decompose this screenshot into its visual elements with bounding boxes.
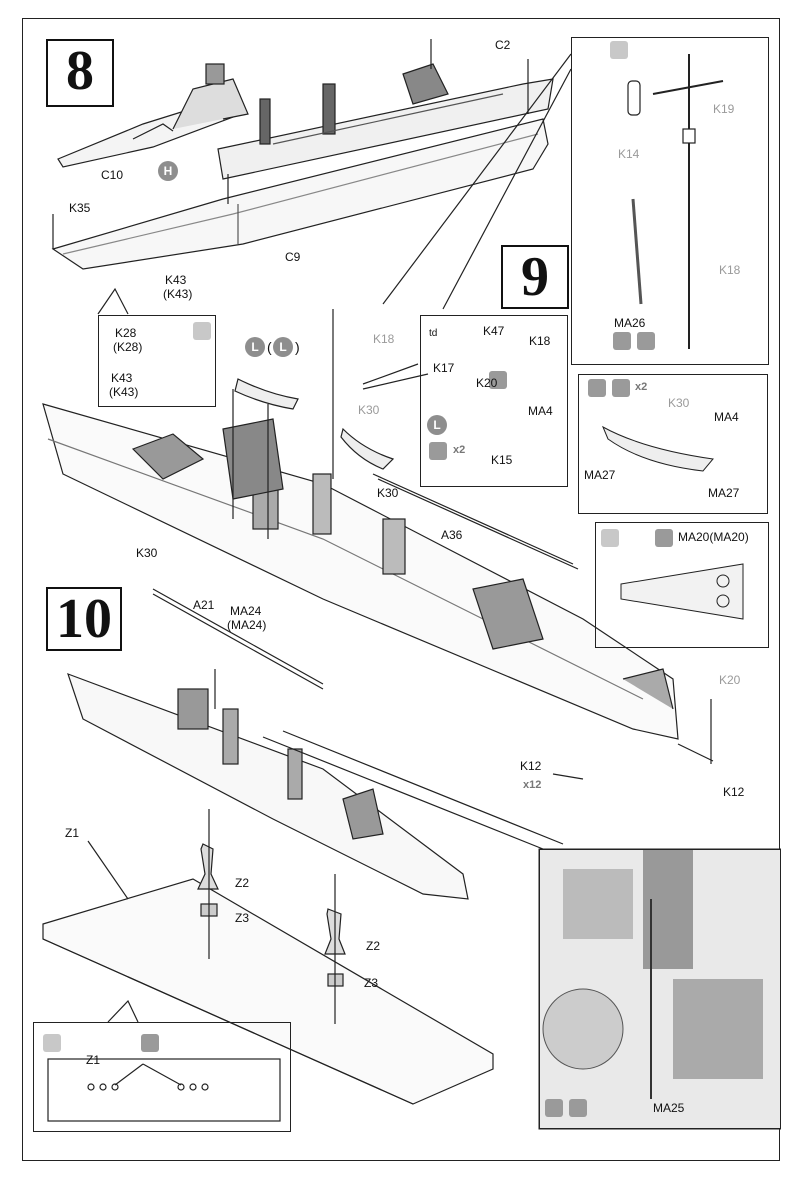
marker-l-small: L bbox=[427, 415, 447, 435]
repeat-icon: x2 bbox=[453, 444, 466, 456]
label-k12-left: K12 bbox=[520, 759, 542, 773]
label-k30-boat: K30 bbox=[668, 396, 690, 410]
boat-k30-detail-box bbox=[578, 374, 768, 514]
label-c9: C9 bbox=[285, 250, 301, 264]
paint-icon bbox=[613, 332, 631, 350]
label-k30-rack: K30 bbox=[377, 486, 399, 500]
ma25-detail-box bbox=[539, 849, 781, 1129]
step-10-number: 10 bbox=[46, 587, 122, 651]
glue-icon bbox=[610, 41, 628, 59]
label-z1: Z1 bbox=[65, 826, 80, 840]
label-ma20: MA20(MA20) bbox=[678, 530, 749, 544]
paint-icon bbox=[655, 529, 673, 547]
stand-callout-box bbox=[33, 1022, 291, 1132]
repeat-icon: x12 bbox=[523, 779, 542, 791]
label-ma27-left: MA27 bbox=[584, 468, 616, 482]
k43-k28-callout-box bbox=[98, 315, 216, 407]
paint-icon bbox=[569, 1099, 587, 1117]
marker-l-paren-close: ) bbox=[295, 339, 300, 355]
label-ma24-paren: (MA24) bbox=[227, 618, 267, 632]
label-z2-right: Z2 bbox=[366, 939, 381, 953]
marker-l-2: L bbox=[273, 337, 293, 357]
glue-icon bbox=[545, 1099, 563, 1117]
line-art bbox=[42, 39, 781, 1130]
display-stand-z1 bbox=[42, 878, 494, 1105]
step9-mast-detail-box bbox=[571, 37, 769, 365]
label-k30-left: K30 bbox=[136, 546, 158, 560]
finished-ship-step10 bbox=[67, 669, 469, 900]
label-k30-deck: K30 bbox=[358, 403, 380, 417]
marker-h: H bbox=[158, 161, 178, 181]
label-ma24: MA24 bbox=[230, 604, 262, 618]
step-9-number: 9 bbox=[501, 245, 569, 309]
label-k43: K43 bbox=[165, 273, 187, 287]
glue-icon bbox=[43, 1034, 61, 1052]
label-c10: C10 bbox=[101, 168, 124, 182]
ma20-detail-box bbox=[595, 522, 769, 648]
label-k28: K28 bbox=[115, 326, 137, 340]
label-z2-left: Z2 bbox=[235, 876, 250, 890]
label-k18-ship: K18 bbox=[373, 332, 395, 346]
label-k19: K19 bbox=[713, 102, 735, 116]
label-z3-left: Z3 bbox=[235, 911, 250, 925]
label-ma26: MA26 bbox=[614, 316, 646, 330]
marker-l-paren-open: ( bbox=[267, 339, 272, 355]
label-k47: K47 bbox=[483, 324, 505, 338]
label-k43-paren: (K43) bbox=[163, 287, 193, 301]
label-k35: K35 bbox=[69, 201, 91, 215]
label-ma27-right: MA27 bbox=[708, 486, 740, 500]
label-z1-callout: Z1 bbox=[86, 1053, 101, 1067]
paint-icon bbox=[612, 379, 630, 397]
marker-l-1: L bbox=[245, 337, 265, 357]
glue-icon bbox=[429, 442, 447, 460]
label-ma25: MA25 bbox=[653, 1101, 685, 1115]
label-k18-mast: K18 bbox=[719, 263, 741, 277]
aft-deck-part-c2 bbox=[217, 39, 554, 180]
label-k43-callout: K43 bbox=[111, 371, 133, 385]
label-a21: A21 bbox=[193, 598, 215, 612]
label-k17: K17 bbox=[433, 361, 455, 375]
glue-icon bbox=[193, 322, 211, 340]
drill-icon bbox=[637, 332, 655, 350]
detail-inset-art bbox=[538, 848, 781, 1130]
label-k18-callout: K18 bbox=[529, 334, 551, 348]
forward-deck-part-c10 bbox=[57, 63, 249, 168]
label-k12-right: K12 bbox=[723, 785, 745, 799]
boat-assembly-callout-box bbox=[420, 315, 568, 487]
label-k14: K14 bbox=[618, 147, 640, 161]
paint-icon bbox=[489, 371, 507, 389]
label-a36: A36 bbox=[441, 528, 463, 542]
label-c2: C2 bbox=[495, 38, 511, 52]
label-ma4: MA4 bbox=[528, 404, 553, 418]
label-z3-right: Z3 bbox=[364, 976, 379, 990]
drill-icon bbox=[141, 1034, 159, 1052]
glue-icon bbox=[588, 379, 606, 397]
label-k28-paren: (K28) bbox=[113, 340, 143, 354]
label-k43-callout-paren: (K43) bbox=[109, 385, 139, 399]
hull-part-c9 bbox=[51, 118, 549, 270]
label-k20-step10: K20 bbox=[719, 673, 741, 687]
repeat-icon: x2 bbox=[635, 381, 648, 393]
label-td: td bbox=[429, 328, 438, 339]
label-ma4-boat: MA4 bbox=[714, 410, 739, 424]
label-k20: K20 bbox=[476, 376, 498, 390]
label-k15: K15 bbox=[491, 453, 513, 467]
glue-icon bbox=[601, 529, 619, 547]
step-8-number: 8 bbox=[46, 39, 114, 107]
instruction-page: 8 9 10 bbox=[22, 18, 781, 1161]
